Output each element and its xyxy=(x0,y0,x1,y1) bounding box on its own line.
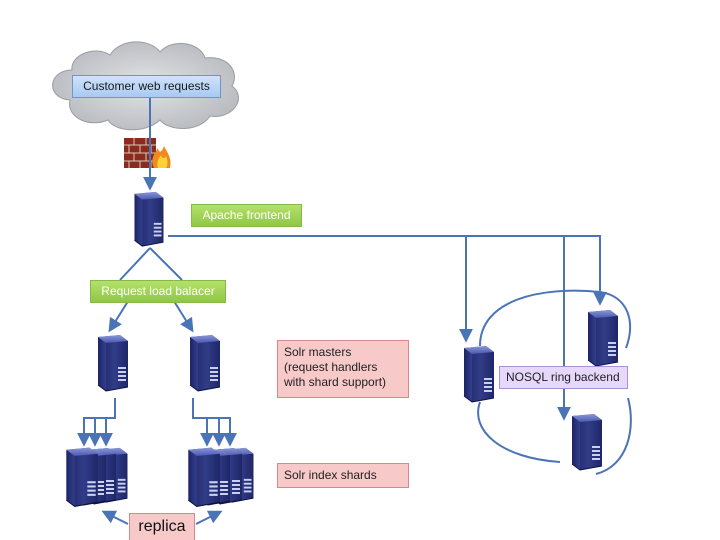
firewall-icon xyxy=(124,138,171,168)
solr-shard-server-icon xyxy=(65,447,128,507)
nosql-server-icon xyxy=(587,309,619,367)
solr-masters-line-1: Solr masters xyxy=(284,345,352,359)
replica-label: replica xyxy=(129,513,195,540)
solr-master-server-icon xyxy=(189,334,221,392)
solr-master-server-icon xyxy=(97,334,129,392)
solr-masters-line-3: with shard support) xyxy=(284,375,387,389)
solr-shards-label: Solr index shards xyxy=(277,463,409,488)
connectors xyxy=(77,98,632,525)
load-balancer-label: Request load balacer xyxy=(90,280,226,303)
solr-masters-label: Solr masters (request handlers with shar… xyxy=(277,340,409,398)
customer-requests-label: Customer web requests xyxy=(72,75,221,98)
nosql-ring-label: NOSQL ring backend xyxy=(499,366,628,389)
nosql-server-icon xyxy=(463,345,495,403)
solr-shard-server-icon xyxy=(187,447,254,507)
apache-frontend-label: Apache frontend xyxy=(191,204,302,227)
nosql-server-icon xyxy=(571,413,603,471)
solr-masters-line-2: (request handlers xyxy=(284,360,378,374)
apache-server-icon xyxy=(133,191,164,247)
